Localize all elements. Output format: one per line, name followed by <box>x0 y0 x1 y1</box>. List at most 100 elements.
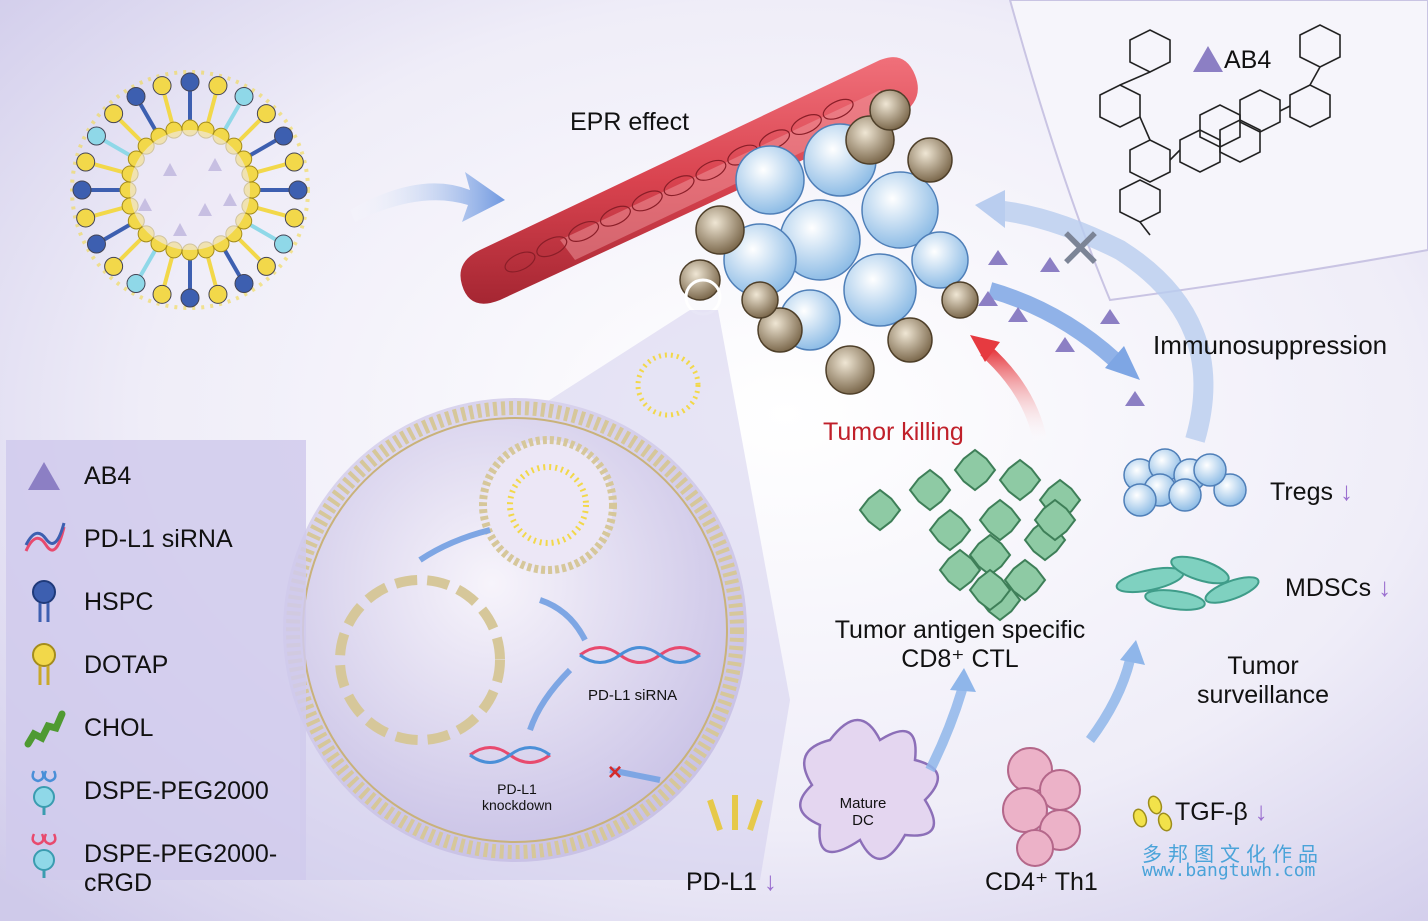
endosome <box>479 436 617 574</box>
arrow-pdl1-block <box>609 767 661 783</box>
tumor-cell <box>843 253 917 327</box>
ctl-cell <box>928 508 972 552</box>
tregs-label: Tregs ↓ <box>1270 478 1353 505</box>
treg-cell <box>1193 453 1227 487</box>
legend-item: DSPE-PEG2000-cRGD <box>6 826 306 897</box>
dc-label-line1: Mature <box>839 795 887 812</box>
macrophage-cell <box>757 307 803 353</box>
ctl-cluster <box>858 448 1082 622</box>
treg-cell <box>1123 483 1157 517</box>
tumor-cell <box>861 171 939 249</box>
ab4-structure-label: AB4 <box>1224 46 1272 74</box>
th1-label: CD4⁺ Th1 <box>985 868 1098 896</box>
th1-cluster <box>1002 747 1081 867</box>
tumor-mass <box>679 89 979 395</box>
nanoparticle-large <box>70 70 310 310</box>
immunosuppression-arrow-head <box>975 190 1005 228</box>
ctl-cell <box>968 533 1012 577</box>
knockdown-line2: knockdown <box>481 797 553 813</box>
block-x-icon: × <box>608 759 622 786</box>
ab4-triangle-icon <box>20 452 68 500</box>
suppression-block-x-icon: ✕ <box>1057 217 1104 282</box>
dspe-peg-icon <box>20 767 68 815</box>
tgf-beta-icon <box>1132 795 1173 832</box>
arrow-dc-to-ctl-head <box>950 668 976 692</box>
dspe-peg-crgd-icon <box>20 830 68 878</box>
watermark-cn: 多邦图文化作品 <box>1142 842 1324 866</box>
arrow-th1-to-surveillance <box>1085 658 1135 743</box>
ctl-cell <box>978 498 1022 542</box>
surveillance-label: Tumor surveillance <box>1178 654 1348 708</box>
epr-effect-label: EPR effect <box>570 108 690 136</box>
ab4-header-triangle-icon <box>1193 46 1223 72</box>
ctl-cell <box>1003 558 1047 602</box>
legend-label: AB4 <box>84 462 132 490</box>
tgf-down-arrow-icon: ↓ <box>1254 796 1268 826</box>
sirna-helix-icon <box>20 515 68 563</box>
hspc-lipid-icon <box>20 578 68 626</box>
nanoparticle-small <box>635 352 701 418</box>
sirna-helix-group <box>469 646 701 764</box>
ctl-cell <box>858 488 902 532</box>
pdl1-receptor <box>707 795 763 831</box>
macrophage-cell <box>941 281 979 319</box>
surveillance-line1: Tumor <box>1227 652 1299 680</box>
ctl-cell <box>998 458 1042 502</box>
tgf-text: TGF-β <box>1175 798 1248 826</box>
ctl-cell <box>908 468 952 512</box>
legend-item: DOTAP <box>6 637 306 693</box>
mdscs-down-arrow-icon: ↓ <box>1378 572 1392 602</box>
treg-cell <box>1168 478 1202 512</box>
legend-item: HSPC <box>6 574 306 630</box>
pdl1-text: PD-L1 <box>686 868 757 896</box>
surveillance-line2: surveillance <box>1196 681 1329 709</box>
tgf-label: TGF-β ↓ <box>1175 798 1268 825</box>
ab4-chemical-structure <box>1099 24 1341 236</box>
arrow-knockdown <box>527 667 573 731</box>
mdscs-text: MDSCs <box>1285 574 1372 602</box>
ab4-to-immune-arrow-head <box>1105 346 1140 380</box>
macrophage-cell <box>695 205 745 255</box>
ab4-to-immune-arrow <box>987 282 1121 366</box>
immunosuppression-label: Immunosuppression <box>1153 330 1388 360</box>
legend-label: DOTAP <box>84 651 169 679</box>
tumor-cell <box>911 231 969 289</box>
arrow-endosome-escape <box>418 527 491 563</box>
watermark-url: www.bangtuwh.com <box>1142 860 1316 881</box>
ctl-cell <box>1033 498 1077 542</box>
macrophage-cell <box>887 317 933 363</box>
ctl-cell <box>938 548 982 592</box>
legend-item: DSPE-PEG2000 <box>6 763 306 819</box>
ctl-label-line1: Tumor antigen specific <box>834 616 1086 644</box>
mdsc-cluster <box>1115 555 1260 611</box>
escaping-endosome <box>335 575 505 745</box>
tumor-killing-arrow-head <box>970 335 1000 362</box>
chol-icon <box>20 704 68 752</box>
pdl1-label: PD-L1 ↓ <box>686 868 777 895</box>
tumor-killing-arrow <box>980 344 1047 442</box>
treg-cell <box>1213 473 1247 507</box>
arrow-sirna-release <box>538 597 588 642</box>
legend-label: PD-L1 siRNA <box>84 525 233 553</box>
treg-cluster <box>1123 448 1247 517</box>
delivery-arrow <box>350 172 505 222</box>
dc-label: Mature DC <box>828 796 898 828</box>
macrophage-cell <box>741 281 779 319</box>
mature-dc-cell <box>799 718 940 861</box>
ab4-structure-panel <box>1008 0 1428 302</box>
ctl-label-line2: CD8⁺ CTL <box>901 645 1019 673</box>
macrophage-cell <box>825 345 875 395</box>
legend-item: AB4 <box>6 448 306 504</box>
dc-label-line2: DC <box>852 812 874 829</box>
pdl1-down-arrow-icon: ↓ <box>763 866 777 896</box>
knockdown-label: PD-L1 knockdown <box>462 782 572 812</box>
tumor-killing-label: Tumor killing <box>823 418 964 446</box>
ctl-cell <box>968 568 1012 612</box>
legend-item: PD-L1 siRNA <box>6 511 306 567</box>
knockdown-line1: PD-L1 <box>497 781 537 797</box>
ctl-label: Tumor antigen specific CD8⁺ CTL <box>810 618 1110 672</box>
tregs-text: Tregs <box>1270 478 1333 506</box>
dotap-lipid-icon <box>20 641 68 689</box>
